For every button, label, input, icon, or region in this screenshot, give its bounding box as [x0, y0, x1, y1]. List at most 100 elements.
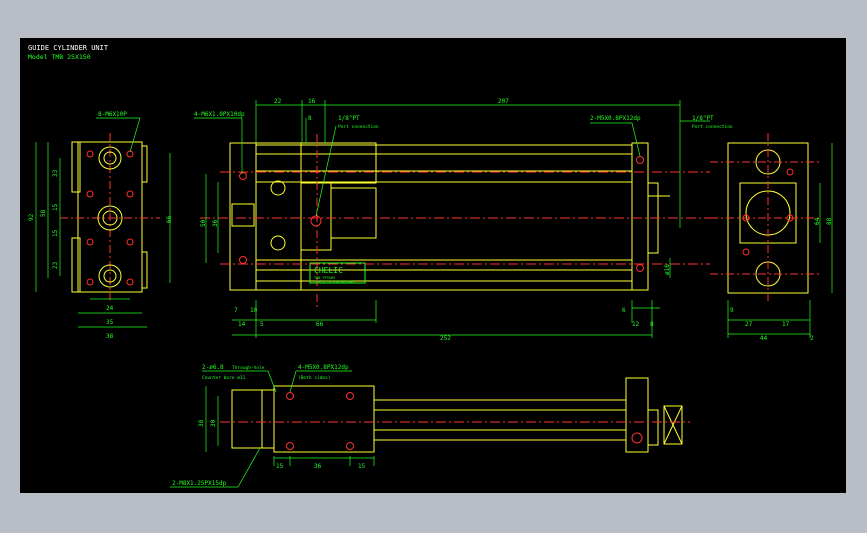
- left-view-tab-top: [71, 141, 81, 193]
- dim-22: 22: [274, 98, 282, 105]
- front-hole: [239, 172, 247, 180]
- left-end-view: 8-M6X10P 33 15 15 23 58 92 66 24 35 38: [28, 111, 173, 340]
- dim-8b: 8: [650, 321, 654, 328]
- dim-64: 64: [814, 217, 821, 225]
- left-view-hole: [126, 278, 134, 286]
- bottom-end-stem: [647, 409, 659, 446]
- left-view-bore-bottom: [98, 264, 122, 288]
- front-dim-lines: [194, 100, 681, 338]
- dim-44: 44: [760, 335, 768, 342]
- dim-8: 8: [308, 115, 312, 122]
- dim-66: 66: [166, 215, 173, 223]
- front-end-plate: [229, 142, 257, 291]
- front-end-hole: [636, 264, 644, 272]
- front-nut: [231, 203, 255, 227]
- left-view-bore-center-inner: [102, 210, 118, 226]
- right-end-view: 1/8"PT Port connection 64 88 9 27 17 44 …: [680, 115, 833, 342]
- front-end-hole: [636, 156, 644, 164]
- bottom-collar: [261, 389, 275, 449]
- dim-38: 38: [106, 333, 114, 340]
- left-view-hole: [86, 238, 94, 246]
- front-bore: [270, 235, 286, 251]
- dim-27: 27: [745, 321, 753, 328]
- left-view-hole: [126, 238, 134, 246]
- dim-16: 16: [308, 98, 316, 105]
- left-view-outline: [77, 141, 143, 293]
- bottom-body: [273, 385, 375, 453]
- dim-9: 9: [730, 307, 734, 314]
- front-port-sub: Port connection: [338, 124, 379, 130]
- dim-15-bottom-a: 15: [276, 463, 284, 470]
- dim-5: 5: [260, 321, 264, 328]
- dim-36: 36: [212, 219, 219, 227]
- dim-35: 35: [106, 319, 114, 326]
- bottom-note3: 2-M8X1.25PX15dp: [172, 480, 227, 487]
- left-view-tab-bottom: [71, 237, 81, 293]
- front-note-right: 2-M5X0.8PX12dp: [590, 115, 641, 122]
- cylinder-block-top: [300, 142, 377, 184]
- dim-36-bottom: 36: [314, 463, 322, 470]
- front-view: 4-M6X1.0PX10dp 22 16 207 8 1/8"PT Port c…: [194, 98, 710, 342]
- left-view-hole: [126, 190, 134, 198]
- left-view-note: 8-M6X10P: [98, 111, 127, 118]
- cad-drawing-canvas[interactable]: GUIDE CYLINDER UNIT Model TMB 25X150: [20, 38, 846, 493]
- dim-92: 92: [28, 213, 35, 221]
- right-view-hole: [742, 248, 750, 256]
- left-view-bore-top-inner: [103, 151, 117, 165]
- drawing-model: Model TMB 25X150: [28, 53, 91, 61]
- left-view-ear-top: [141, 145, 148, 183]
- dim-23: 23: [52, 261, 59, 269]
- dim-15-bottom-b: 15: [358, 463, 366, 470]
- dim-66-front: 66: [316, 321, 324, 328]
- cad-svg: GUIDE CYLINDER UNIT Model TMB 25X150: [28, 44, 833, 488]
- right-view-dim-lines: [680, 120, 833, 338]
- bottom-clevis: [663, 405, 683, 445]
- front-note-tl: 4-M6X1.0PX10dp: [194, 111, 245, 118]
- right-view-hole: [786, 214, 794, 222]
- front-bore: [270, 180, 286, 196]
- bottom-hole: [286, 442, 294, 450]
- dim-58: 58: [40, 209, 47, 217]
- dim-50: 50: [200, 219, 207, 227]
- brand-sub1: TMB TP3505: [314, 276, 335, 280]
- left-view-dim-lines: [35, 117, 171, 328]
- bottom-hole: [286, 392, 294, 400]
- bottom-note2: 4-M5X0.8PX12dp: [298, 364, 349, 371]
- drawing-title: GUIDE CYLINDER UNIT: [28, 44, 109, 52]
- left-view-ear-bottom: [141, 251, 148, 289]
- bottom-note1c: Counter bore ø11: [202, 375, 246, 381]
- bottom-clevis-x: [663, 405, 683, 445]
- bottom-end-hole: [631, 432, 643, 444]
- bottom-hole: [346, 442, 354, 450]
- bottom-dim-lines: [170, 370, 375, 488]
- bottom-note1: 2-ø6.8: [202, 364, 224, 371]
- cylinder-tube: [330, 187, 377, 239]
- right-port-note: 1/8"PT: [692, 115, 714, 122]
- dim-17: 17: [782, 321, 790, 328]
- dim-14: 14: [238, 321, 246, 328]
- dim-12: 12: [632, 321, 640, 328]
- dim-15b: 15: [52, 229, 59, 237]
- brand-plate: [309, 262, 366, 284]
- left-view-hole: [86, 190, 94, 198]
- dim-252: 252: [440, 335, 451, 342]
- left-view-bore-center: [97, 205, 123, 231]
- dim-38-bottom: 38: [198, 419, 205, 427]
- dim-88: 88: [826, 217, 833, 225]
- dim-33: 33: [52, 169, 59, 177]
- bottom-end-block: [625, 377, 649, 453]
- bottom-end-plate: [231, 389, 263, 449]
- bottom-hole: [346, 392, 354, 400]
- left-view-bore-top: [98, 146, 122, 170]
- dim-24: 24: [106, 305, 114, 312]
- dim-o16: ø16: [664, 264, 671, 275]
- dim-207: 207: [498, 98, 509, 105]
- dim-6: 6: [622, 307, 626, 314]
- left-view-hole: [86, 150, 94, 158]
- dim-7: 7: [234, 307, 238, 314]
- front-port-note: 1/8"PT: [338, 115, 360, 122]
- front-body: [255, 142, 302, 291]
- left-view-hole: [86, 278, 94, 286]
- brand-sub2: CHELIC DISTRIBUTORS: [314, 280, 354, 284]
- front-hole: [239, 256, 247, 264]
